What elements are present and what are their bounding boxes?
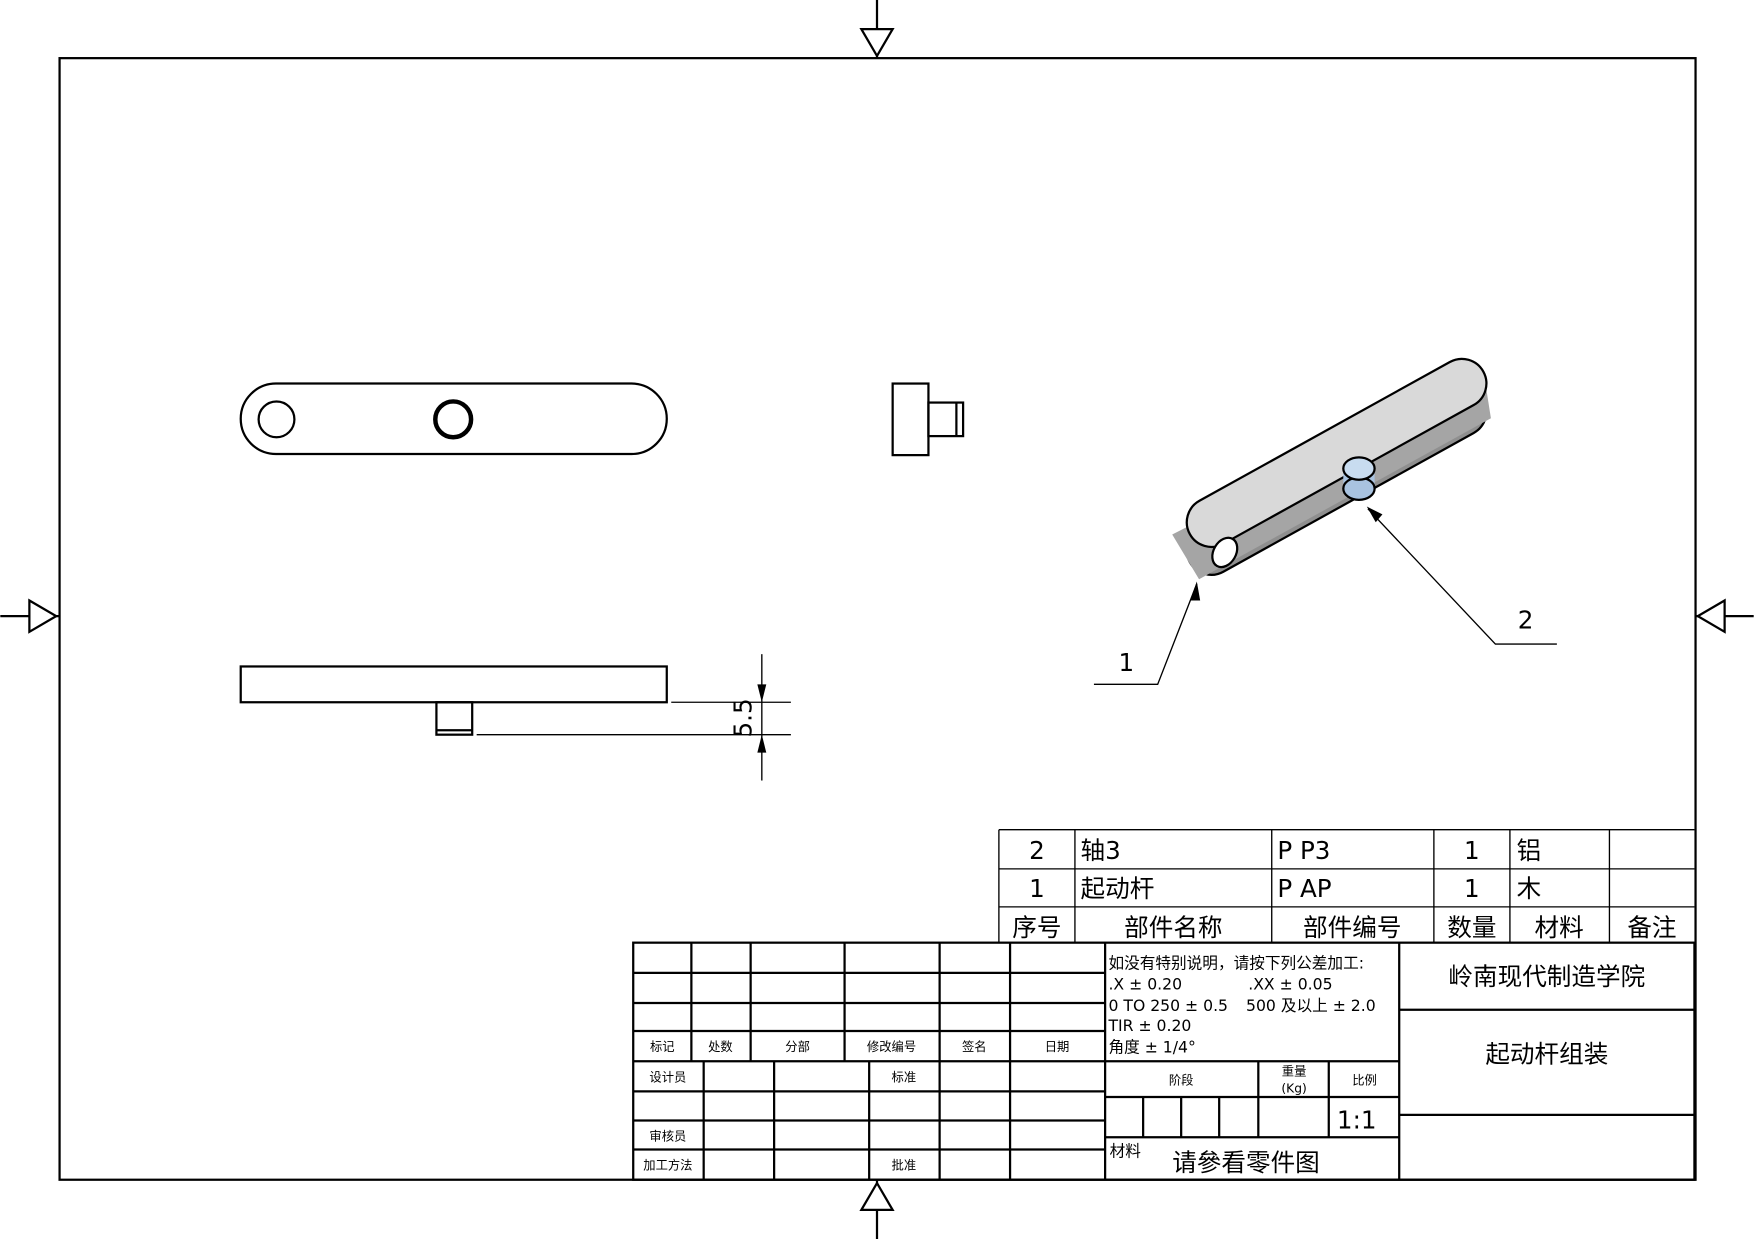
drawing-line [1093,583,1198,686]
label: .XX ± 0.05 [1248,975,1332,994]
sheet-border [58,57,1697,1181]
label: 加工方法 [643,1158,692,1173]
bom-row: 2 轴3 P P3 1 铝 [1029,836,1541,865]
drawing-line [1190,581,1201,601]
material-label: 材料 [1110,1141,1142,1160]
bom-table: 2 轴3 P P3 1 铝 1 起动杆 P AP 1 木 序号 部件名称 部件编… [998,829,1695,943]
label: 处数 [708,1039,733,1054]
pin-circle [433,399,474,440]
label: 序号 [1012,913,1061,942]
drawing-line [891,382,930,457]
label: 审核员 [649,1129,686,1144]
label: (Kg) [1281,1082,1306,1096]
label: 分部 [785,1039,810,1054]
hole [1211,536,1239,569]
drawing-line: 标记 处数 分部 修改编号 签名 日期 设计员 标准 审核员 加工方法 批准 阶… [643,1039,1377,1173]
quantity: 1 [1464,874,1480,903]
drawing-line [1185,357,1488,548]
drawing-title: 起动杆组装 [1485,1039,1608,1068]
bom-row: 1 起动杆 P AP 1 木 [1029,874,1541,903]
material: 铝 [1517,836,1542,865]
drawing-line [757,734,767,753]
part-code: P P3 [1277,836,1330,865]
drawing-line [239,665,668,704]
label: 标记 [650,1040,675,1054]
label: 修改编号 [867,1039,916,1054]
side-view [891,382,965,457]
drawing-line [998,829,1695,943]
label: .X ± 0.20 [1108,975,1182,994]
bom-header: 序号 部件名称 部件编号 数量 材料 备注 [1012,913,1676,942]
drawing-line [633,942,1695,1180]
part-name: 起动杆 [1081,874,1155,903]
material: 木 [1517,874,1542,903]
label: 重量 [1282,1065,1307,1079]
label: 数量 [1447,913,1496,942]
drawing-line [435,701,474,736]
balloon-2: 2 [1518,605,1534,634]
drawing-line [1185,357,1488,548]
label: 标准 [892,1070,917,1084]
label: 设计员 [649,1070,686,1084]
balloon-1: 1 [1119,648,1135,677]
hole [257,400,296,439]
quantity: 1 [1464,836,1480,865]
drawing-line [859,27,895,59]
item-no: 2 [1029,836,1045,865]
school-name: 岭南现代制造学院 [1448,962,1645,991]
drawing-line [28,598,59,634]
label: 角度 ± 1/4° [1108,1037,1195,1056]
label: 材料 [1535,913,1584,942]
label: 日期 [1045,1040,1070,1054]
drawing-line [1342,456,1376,481]
drawing-line [1342,476,1376,501]
dimension-value: 5.5 [729,698,758,737]
part-code: P AP [1277,874,1331,903]
drawing-line [859,1180,895,1212]
label: 500 及以上 ± 2.0 [1246,996,1376,1015]
drawing-line [927,401,965,438]
label: TIR ± 0.20 [1107,1016,1191,1035]
label: 0 TO 250 ± 0.5 [1108,996,1228,1015]
title-block: 标记 处数 分部 修改编号 签名 日期 设计员 标准 审核员 加工方法 批准 阶… [632,941,1696,1181]
isometric-view [1172,357,1491,580]
label: 阶段 [1169,1073,1194,1088]
label: 部件编号 [1303,913,1401,942]
label: 批准 [892,1158,917,1173]
balloon-leaders: 1 2 [1093,506,1557,686]
drawing-line [1367,508,1557,645]
drawing-line [1695,598,1726,634]
item-no: 1 [1029,874,1045,903]
material-value: 请參看零件图 [1172,1148,1320,1177]
drawing-line [757,684,767,703]
dimension-5.5: 5.5 [476,654,791,781]
front-view [239,665,668,736]
drawing-line [239,382,668,456]
scale-value: 1:1 [1337,1105,1377,1134]
label: 比例 [1352,1074,1377,1088]
top-view [239,382,668,456]
label: 部件名称 [1124,913,1222,942]
part-name: 轴3 [1081,836,1121,865]
pin [1342,456,1376,501]
tolerance-note: 如没有特别说明，请按下列公差加工: .X ± 0.20 .XX ± 0.05 0… [1107,953,1375,1056]
label: 如没有特别说明，请按下列公差加工: [1108,953,1364,972]
label: 备注 [1627,913,1676,942]
drawing-line [1366,506,1383,523]
label: 签名 [962,1039,987,1054]
